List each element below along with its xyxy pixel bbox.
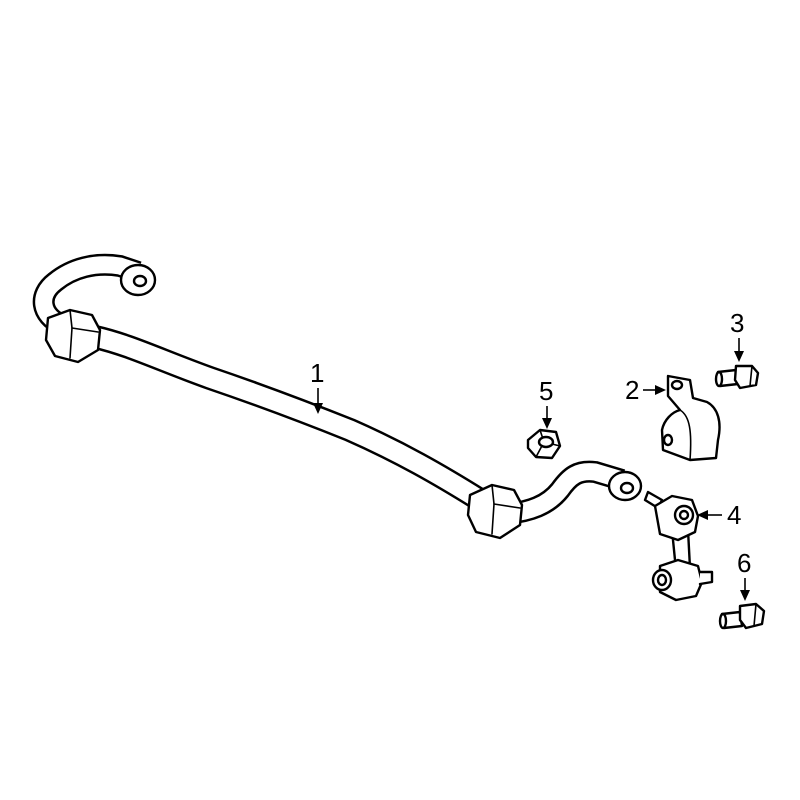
bracket-bolt[interactable] [714, 364, 760, 390]
arrowhead-6 [740, 590, 750, 601]
callout-label-4: 4 [727, 500, 741, 530]
callout-label-2: 2 [625, 375, 639, 405]
callout-3: 3 [730, 308, 744, 362]
link-bolt[interactable] [718, 602, 766, 630]
bushing-bracket[interactable] [660, 374, 721, 462]
stabilizer-bar[interactable] [32, 253, 643, 540]
callout-5: 5 [539, 376, 553, 429]
arrowhead-2 [655, 385, 666, 395]
callout-6: 6 [737, 548, 751, 601]
arrowhead-1 [313, 403, 323, 414]
stabilizer-link[interactable] [643, 490, 714, 602]
callout-label-5: 5 [539, 376, 553, 406]
callout-4: 4 [697, 500, 741, 530]
callout-label-1: 1 [310, 358, 324, 388]
callout-label-3: 3 [730, 308, 744, 338]
left-bushing [44, 308, 102, 364]
arrowhead-3 [734, 351, 744, 362]
bar-tube [92, 325, 487, 511]
left-arm [32, 253, 142, 336]
arrowhead-4 [697, 510, 708, 520]
callout-label-6: 6 [737, 548, 751, 578]
left-end-eye [119, 263, 157, 297]
arrowhead-5 [542, 418, 552, 429]
link-nut[interactable] [526, 428, 562, 460]
callout-1: 1 [310, 358, 324, 414]
right-arm [503, 460, 626, 525]
callout-2: 2 [625, 375, 666, 405]
right-end-eye [607, 470, 643, 502]
right-bushing [466, 483, 524, 540]
